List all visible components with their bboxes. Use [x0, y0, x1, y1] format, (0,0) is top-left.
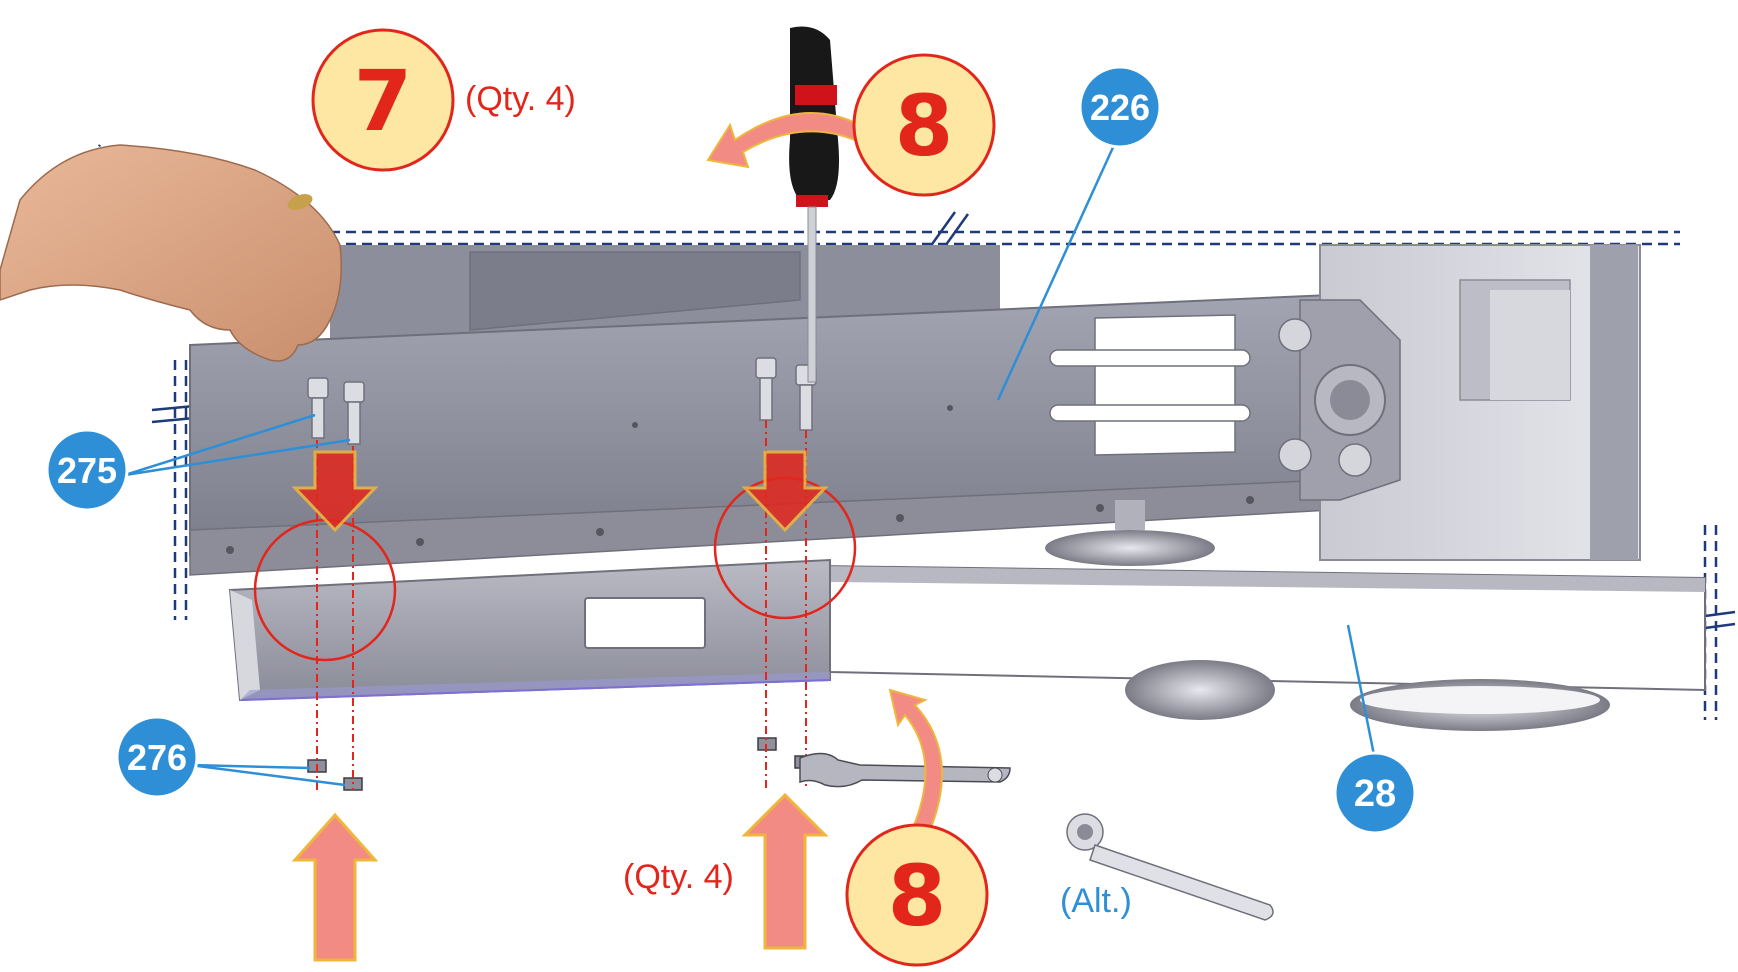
step-7-badge: 7	[311, 28, 455, 172]
step-8-number-top: 8	[895, 77, 953, 175]
callout-275-label: 275	[57, 450, 117, 491]
bolt-head	[755, 357, 777, 379]
nuts-part-276	[307, 737, 814, 791]
bolt-head	[307, 377, 329, 399]
bolt-head	[343, 381, 365, 403]
callout-276-label: 276	[127, 737, 187, 778]
alt-tool-label: (Alt.)	[1060, 882, 1132, 920]
step-7-qty: (Qty. 4)	[465, 80, 576, 118]
step-8-badge-top: 8	[852, 53, 996, 197]
callout-28-label: 28	[1354, 773, 1396, 815]
ratchet-icon	[1066, 813, 1274, 921]
hand-icon	[0, 144, 342, 362]
step-8-number-bottom: 8	[888, 847, 946, 945]
bolt-shank	[347, 401, 361, 445]
bolt-shank	[799, 384, 813, 431]
step-8-qty: (Qty. 4)	[623, 858, 734, 896]
upper-frame-part-226	[189, 244, 1641, 576]
rotation-arrow-icon	[706, 112, 862, 169]
step-8-badge-bottom: 8	[845, 823, 989, 967]
bolt-shank	[759, 377, 773, 421]
callout-226-label: 226	[1090, 87, 1150, 128]
bolt-shank	[311, 397, 325, 439]
bolts-part-275	[307, 357, 817, 445]
leader-lines	[124, 131, 1377, 787]
step-7-number: 7	[354, 52, 412, 150]
lower-frame-part-28	[228, 558, 1706, 731]
callout-275: 275	[45, 428, 129, 512]
up-arrow-icon	[291, 792, 829, 962]
callout-28: 28	[1333, 751, 1417, 835]
wrench-icon	[799, 752, 1011, 788]
callout-276: 276	[115, 715, 199, 799]
rotation-arrow-icon	[888, 688, 943, 831]
down-arrow-icon	[291, 450, 829, 533]
callout-226: 226	[1078, 65, 1162, 149]
